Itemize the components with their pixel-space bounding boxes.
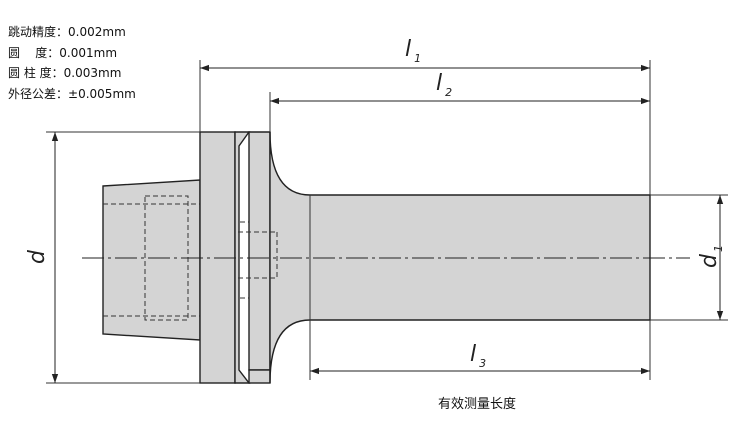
spec-runout: 跳动精度：0.002mm [8,25,126,39]
spec-cylindricity: 圆 柱 度：0.003mm [8,66,122,80]
collar-base [248,369,271,384]
spec-value: 0.001mm [59,45,118,60]
collar [248,131,271,371]
effective-length-caption: 有效测量长度 [438,396,516,412]
spec-list: 跳动精度：0.002mm 圆 度：0.001mm 圆 柱 度：0.003mm 外… [8,22,136,104]
extension-lines [46,60,728,384]
spec-label: 外径公差 [8,86,57,101]
spec-roundness: 圆 度：0.001mm [8,45,118,60]
dim-label-d: d [25,249,50,264]
spec-value: 0.003mm [63,66,122,80]
dim-label-d1: d1 [697,245,725,268]
spec-od-tolerance: 外径公差：±0.005mm [8,86,136,101]
bore-hidden-lines [238,231,278,279]
spec-label: 圆 度 [8,45,48,60]
spec-label: 跳动精度 [8,25,57,39]
spec-label: 圆 柱 度 [8,66,52,80]
spec-value: 0.002mm [68,25,126,39]
spec-value: ±0.005mm [68,86,136,101]
